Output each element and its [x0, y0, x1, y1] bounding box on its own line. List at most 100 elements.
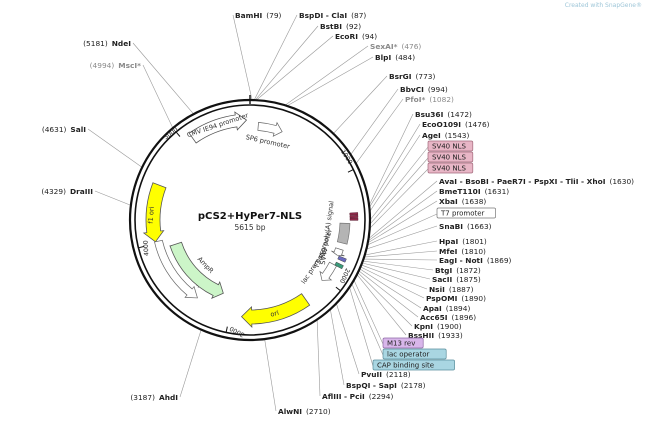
nls-marker [349, 215, 359, 218]
site-leader-line [316, 319, 321, 397]
site-leader-line [330, 309, 345, 386]
restriction-site-label: XbaI(1638) [439, 197, 486, 206]
backbone-inner-circle [134, 104, 366, 336]
site-leader-line [369, 123, 421, 208]
site-leader-line [361, 264, 428, 290]
restriction-site-label: Bsu36I(1472) [415, 110, 472, 119]
site-name: BtgI [435, 266, 452, 275]
site-position: (2118) [386, 370, 411, 379]
site-position: (4994) [90, 61, 115, 70]
site-name: EcoO109I [422, 120, 461, 129]
promoter-arrow [319, 261, 338, 281]
site-name: BspDI - ClaI [299, 11, 347, 20]
t3-marker [337, 255, 347, 263]
site-leader-line [368, 180, 438, 240]
site-position: (1472) [447, 110, 472, 119]
site-position: (4631) [42, 125, 67, 134]
site-name: BmeT110I [439, 187, 481, 196]
site-position: (1801) [462, 237, 487, 246]
site-name: SalI [70, 125, 86, 134]
polyA-box [336, 222, 351, 245]
site-position: (1869) [487, 256, 512, 265]
site-position: (94) [362, 32, 377, 41]
site-leader-line [363, 258, 438, 261]
restriction-site-label: AlwNI(2710) [278, 407, 331, 416]
site-name: SacII [432, 275, 452, 284]
tick-label: 3000 [229, 324, 246, 338]
site-position: (484) [395, 53, 415, 62]
site-position: (2294) [369, 392, 394, 401]
restriction-site-label: SexAI*(476) [370, 42, 421, 51]
nls-marker [349, 217, 359, 221]
site-leader-line [357, 272, 413, 327]
site-position: (2178) [401, 381, 426, 390]
feature-box-leader [353, 279, 384, 345]
restriction-site-label: Acc65I(1896) [420, 313, 476, 322]
site-position: (1082) [429, 95, 454, 104]
site-name: AflIII - PciI [322, 392, 365, 401]
restriction-site-label: PvuII(2118) [361, 370, 411, 379]
site-name: PfoI* [405, 95, 425, 104]
site-leader-line [132, 42, 194, 115]
site-position: (1872) [456, 266, 481, 275]
restriction-site-label: PspOMI(1890) [426, 294, 486, 303]
feature-arrow [142, 182, 167, 243]
site-position: (773) [416, 72, 436, 81]
site-leader-line [264, 339, 277, 412]
site-leader-line [369, 134, 421, 212]
site-name: NdeI [112, 39, 131, 48]
site-position: (1894) [446, 304, 471, 313]
feature-box-label: T7 promoter [440, 210, 485, 218]
site-position: (1630) [609, 177, 634, 186]
site-position: (1631) [485, 187, 510, 196]
tick-label: 4000 [143, 240, 151, 256]
site-leader-line [87, 128, 143, 168]
site-name: XbaI [439, 197, 458, 206]
feature-box-label: SV40 NLS [432, 143, 467, 151]
site-name: AvaI - BsoBI - PaeR7I - PspXI - TliI - X… [439, 177, 606, 186]
feature-box-leader [351, 283, 384, 356]
site-name: BssHII [408, 331, 434, 340]
site-name: BspQI - SapI [346, 381, 397, 390]
site-leader-line [232, 14, 253, 101]
site-name: DraIII [70, 187, 93, 196]
site-leader-line [359, 268, 422, 309]
site-name: HpaI [439, 237, 458, 246]
site-name: EcoRI [335, 32, 358, 41]
tick-mark [225, 326, 228, 333]
restriction-site-label: SnaBI(1663) [439, 222, 492, 231]
feature-box [427, 151, 474, 163]
site-position: (92) [346, 22, 361, 31]
restriction-site-label: BsrGI(773) [389, 72, 435, 81]
site-labels-layer: BamHI(79)BspDI - ClaI(87)BstBI(92)EcoRI(… [41, 11, 634, 416]
site-leader-line [361, 262, 431, 280]
feature-box [427, 162, 474, 174]
site-name: BbvCI [400, 85, 424, 94]
restriction-site-label: EcoO109I(1476) [422, 120, 490, 129]
restriction-site-label: BspQI - SapI (2178) [346, 381, 426, 390]
site-name: MfeI [439, 247, 458, 256]
restriction-site-label: NsiI(1887) [429, 285, 474, 294]
feature-arrow [240, 293, 311, 328]
restriction-site-label: MfeI(1810) [439, 247, 486, 256]
restriction-site-label: BmeT110I (1631) [439, 187, 509, 196]
promoter-arrow [257, 121, 283, 137]
restriction-site-label: (4329)DraIII [41, 187, 93, 196]
restriction-site-label: (4631)SalI [42, 125, 86, 134]
lac-marker [334, 261, 344, 270]
leader-lines [87, 14, 438, 412]
site-position: (1896) [452, 313, 477, 322]
feature-box-leader [349, 287, 374, 367]
feature-label: f1 ori [147, 206, 156, 224]
site-name: AhdI [159, 393, 178, 402]
restriction-site-label: (5181)NdeI [83, 39, 131, 48]
site-position: (1887) [449, 285, 474, 294]
restriction-site-label: BbvCI(994) [400, 85, 448, 94]
site-position: (1875) [456, 275, 481, 284]
site-leader-line [355, 98, 404, 164]
restriction-site-label: BtgI (1872) [435, 266, 481, 275]
feature-box-leader [369, 157, 429, 225]
tick-label: 5000 [163, 126, 180, 141]
feature-arrow [169, 241, 224, 299]
